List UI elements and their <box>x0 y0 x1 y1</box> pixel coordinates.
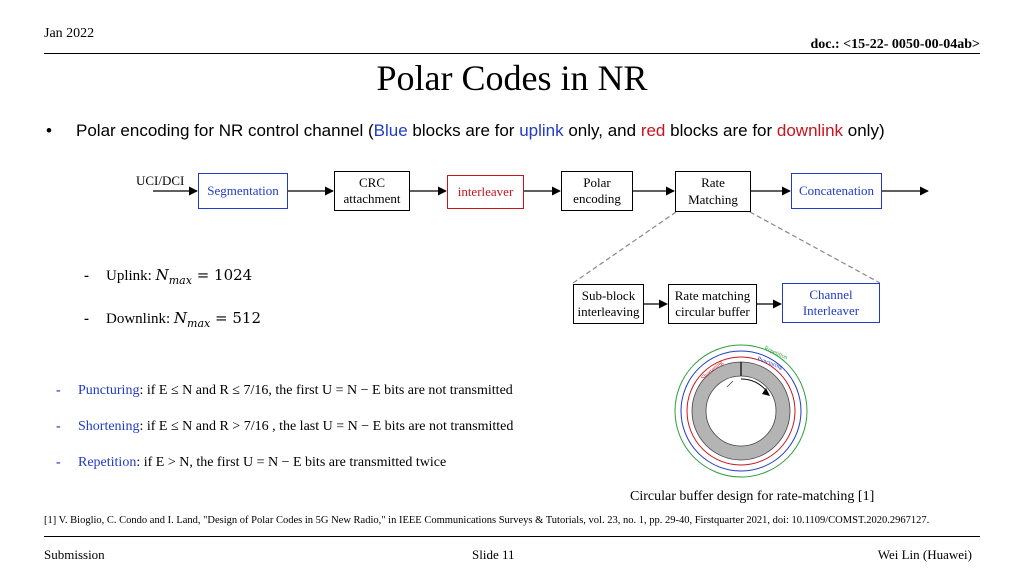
circular-buffer-block: Rate matching circular buffer <box>668 284 757 324</box>
main-bullet: • Polar encoding for NR control channel (… <box>46 121 885 141</box>
segmentation-label: Segmentation <box>207 182 279 198</box>
reference: [1] V. Bioglio, C. Condo and I. Land, "D… <box>44 515 930 526</box>
input-label: UCI/DCI <box>136 173 185 188</box>
interleaver-label: interleaver <box>457 183 514 199</box>
zoom-line-left <box>572 211 677 284</box>
concatenation-label: Concatenation <box>798 182 875 198</box>
bullet-text-3: only, and <box>563 121 641 140</box>
repetition-text: : if E > N, the first U = N − E bits are… <box>136 455 447 470</box>
downlink-nmax-eq: = <box>210 309 233 327</box>
puncturing-rule: -Puncturing: if E ≤ N and R ≤ 7/16, the … <box>56 383 513 398</box>
rate-matching-block: Rate Matching <box>675 171 751 212</box>
bullet-text-5: only) <box>843 121 885 140</box>
bullet-text-4: blocks are for <box>665 121 777 140</box>
puncturing-text: : if E ≤ N and R ≤ 7/16, the first U = N… <box>139 383 513 398</box>
crc-label: CRC attachment <box>343 174 401 206</box>
shortening-name: Shortening <box>78 419 140 434</box>
downlink-nmax-symbol: N <box>173 309 188 327</box>
polar-encoding-block: Polar encoding <box>561 171 633 211</box>
bullet-uplink-word: uplink <box>519 121 564 140</box>
zoom-line-right <box>749 211 881 284</box>
uplink-nmax-symbol: N <box>155 266 169 284</box>
downlink-nmax-value: 512 <box>232 309 261 327</box>
footer-divider <box>44 536 980 537</box>
footer-left: Submission <box>44 547 105 562</box>
repetition-rule: -Repetition: if E > N, the first U = N −… <box>56 455 447 470</box>
repetition-ring <box>674 344 808 478</box>
repetition-name: Repetition <box>78 455 137 470</box>
shortening-rule: -Shortening: if E ≤ N and R > 7/16 , the… <box>56 419 514 434</box>
header-divider <box>44 53 980 54</box>
bullet-text-2: blocks are for <box>407 121 520 140</box>
concatenation-block: Concatenation <box>791 173 882 209</box>
header-date: Jan 2022 <box>44 26 95 41</box>
uplink-nmax-eq: = <box>191 266 215 284</box>
footer-slide-number: Slide 11 <box>472 547 515 562</box>
uplink-nmax-label: Uplink: <box>106 268 156 284</box>
channel-interleaver-block: Channel Interleaver <box>782 283 880 323</box>
downlink-nmax: -Downlink: Nmax = 512 <box>84 309 261 330</box>
polar-label: Polar encoding <box>573 174 621 206</box>
bullet-symbol: • <box>46 121 52 140</box>
buffer-direction-arrowhead <box>762 388 770 396</box>
buffer-ring <box>692 362 790 460</box>
sub-block-interleaving-block: Sub-block interleaving <box>573 284 644 324</box>
crc-attachment-block: CRC attachment <box>334 171 410 211</box>
uplink-nmax: -Uplink: Nmax = 1024 <box>84 266 253 287</box>
inner-pointer <box>726 380 734 388</box>
uplink-nmax-sub: max <box>168 274 192 287</box>
slide-title: Polar Codes in NR <box>376 58 648 98</box>
footer-author: Wei Lin (Huawei) <box>877 547 972 562</box>
bullet-downlink-word: downlink <box>776 121 844 140</box>
bullet-blue-word: Blue <box>373 121 408 140</box>
circular-buffer-label: Rate matching circular buffer <box>674 287 751 319</box>
header-doc-id: doc.: <15-22- 0050-00-04ab> <box>810 37 980 52</box>
sub-block-label: Sub-block interleaving <box>577 287 640 319</box>
interleaver-block: interleaver <box>447 175 524 209</box>
segmentation-block: Segmentation <box>198 173 288 209</box>
puncturing-name: Puncturing <box>78 383 140 398</box>
puncturing-ring <box>680 350 802 472</box>
shortening-text: : if E ≤ N and R > 7/16 , the last U = N… <box>139 419 514 434</box>
channel-interleaver-label: Channel Interleaver <box>802 286 860 318</box>
buffer-ring-inner-edge <box>705 375 777 447</box>
downlink-nmax-label: Downlink: <box>106 311 174 327</box>
bullet-text-1: Polar encoding for NR control channel ( <box>76 121 374 140</box>
rate-matching-label: Rate Matching <box>688 175 738 207</box>
downlink-nmax-sub: max <box>187 317 211 330</box>
uplink-nmax-value: 1024 <box>214 266 253 284</box>
circular-buffer-figure: Repetition Puncturing Shortening <box>674 344 808 478</box>
shortening-ring <box>686 356 796 466</box>
bullet-red-word: red <box>640 121 666 140</box>
figure-caption: Circular buffer design for rate-matching… <box>630 489 875 504</box>
